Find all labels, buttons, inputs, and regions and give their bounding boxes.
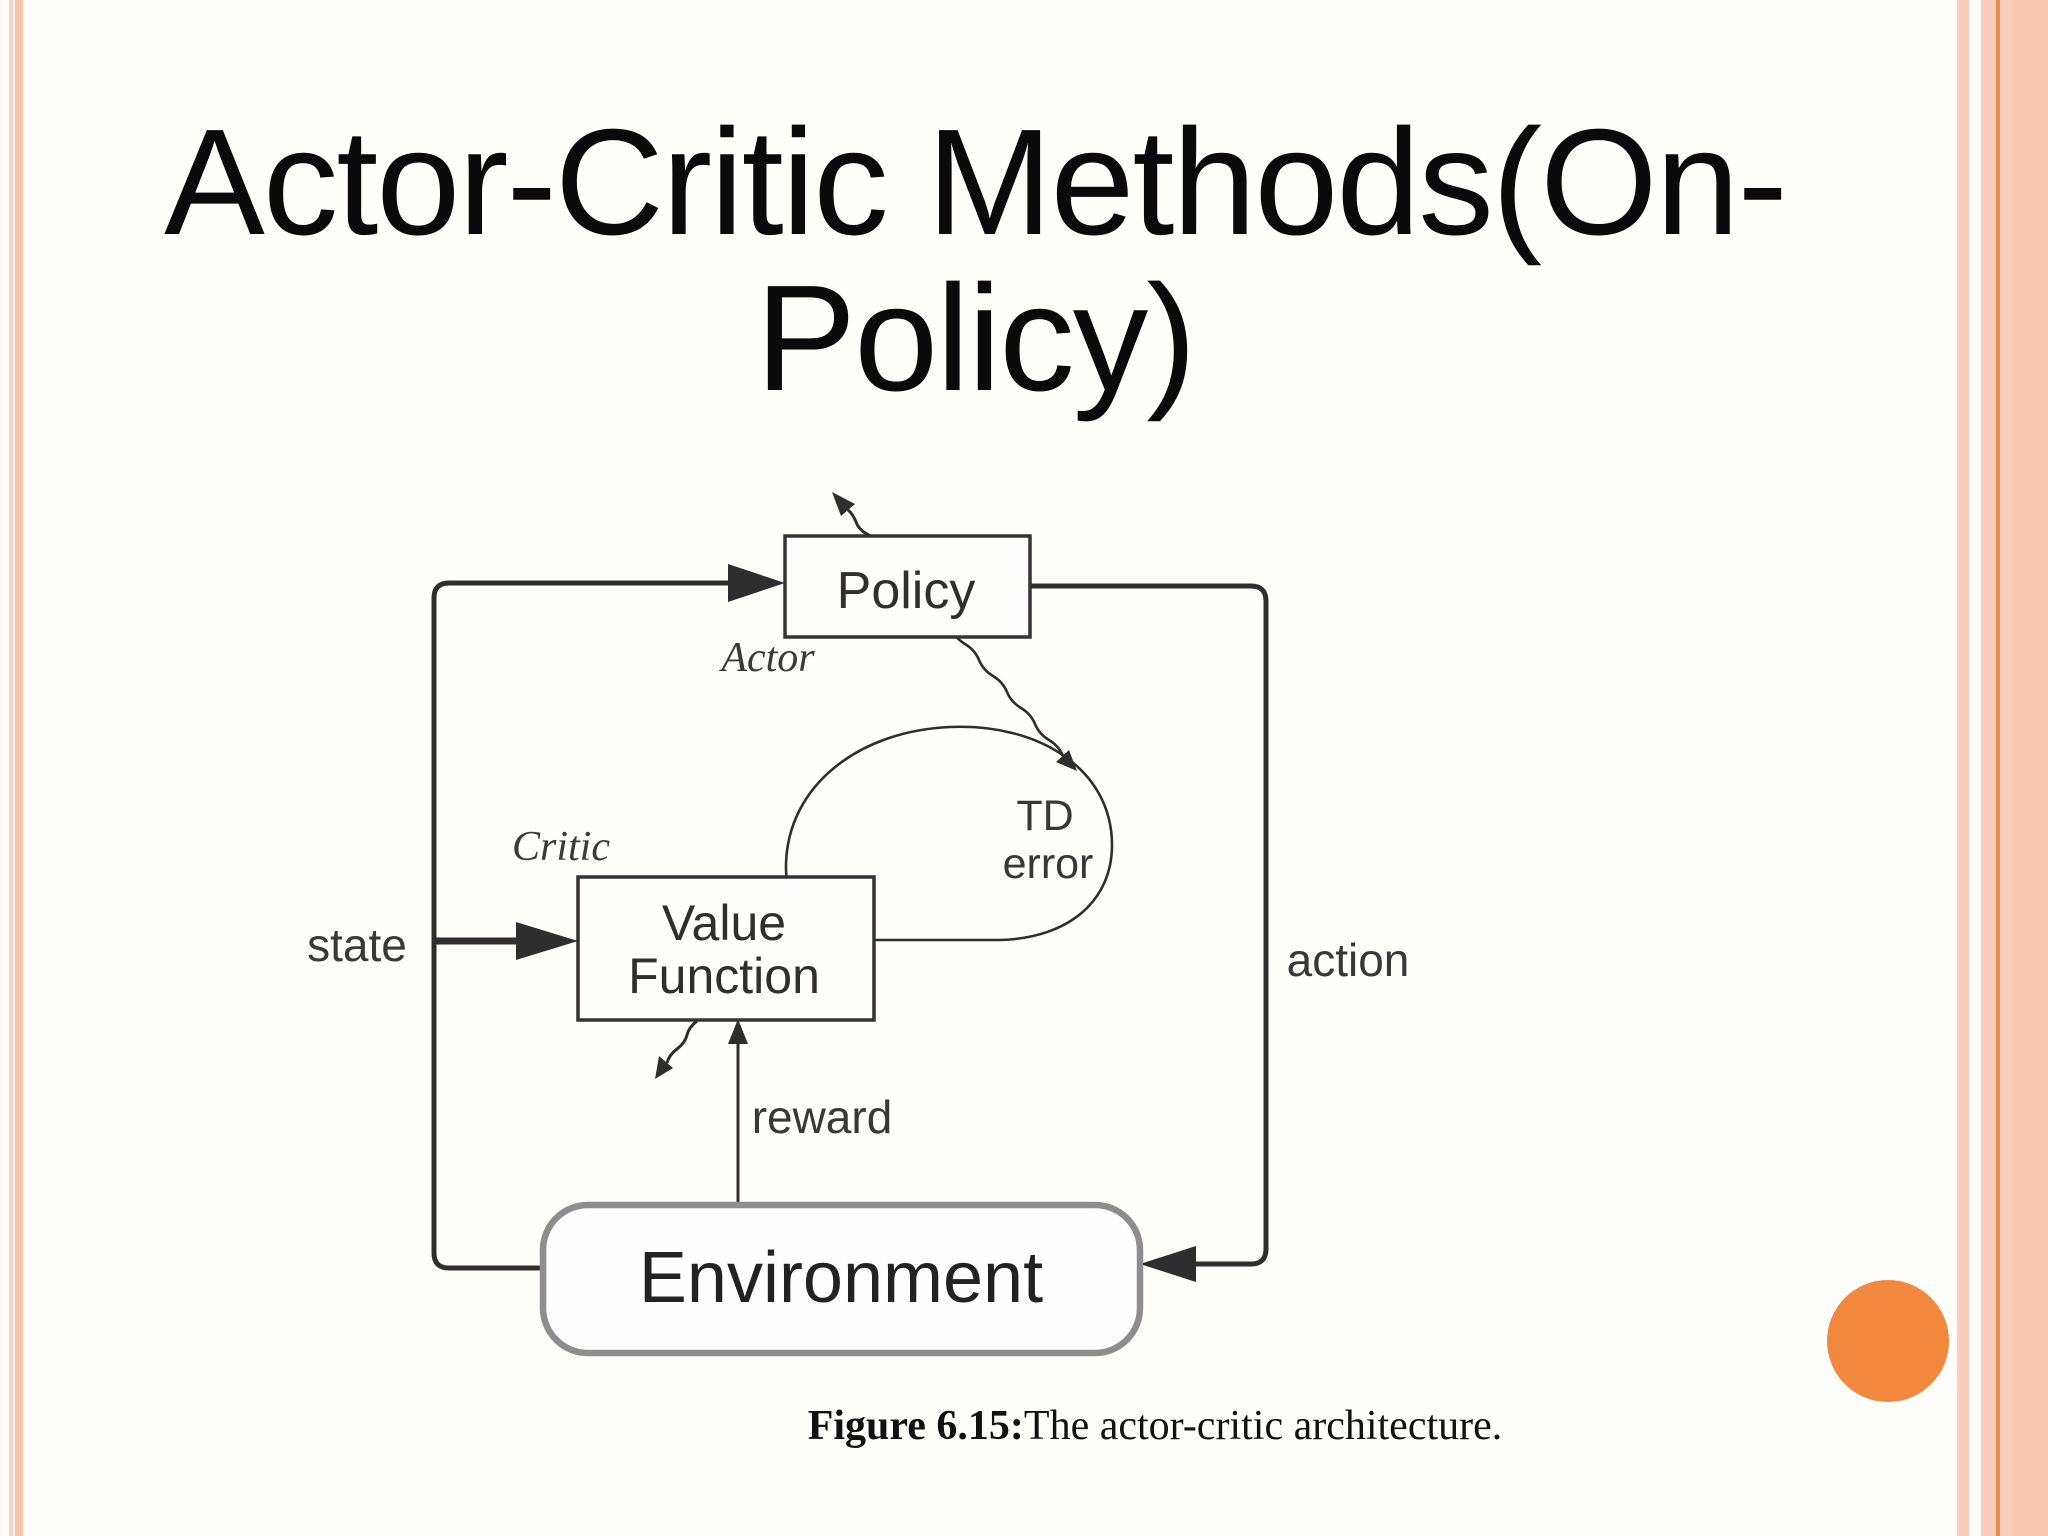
value-update-arrowhead — [655, 1056, 673, 1079]
figure-caption-text: The actor-critic architecture. — [1023, 1403, 1503, 1449]
figure-caption-number: Figure 6.15: — [807, 1403, 1024, 1449]
state-arrowhead — [516, 922, 578, 960]
state-feedback-line — [431, 580, 728, 1271]
slide-title: Actor-Critic Methods(On- Policy) — [0, 97, 1950, 423]
action-label: action — [1287, 934, 1410, 986]
td-loop-junction-arrowhead — [1056, 750, 1077, 771]
value-update-squiggle — [665, 1019, 698, 1064]
environment-input-arrowhead — [1140, 1246, 1196, 1282]
state-label: state — [307, 919, 407, 971]
right-border-band-deep — [2012, 0, 2048, 1536]
right-border-accent-line — [1996, 0, 2000, 1536]
value-function-label-line1: Value — [662, 895, 786, 951]
action-line — [1030, 583, 1269, 1267]
reward-arrowhead — [728, 1019, 748, 1044]
decorative-circle — [1827, 1280, 1949, 1402]
td-error-label-line2: error — [1003, 840, 1094, 888]
environment-box-label: Environment — [639, 1238, 1043, 1318]
environment-box — [539, 1201, 1144, 1357]
title-line-2: Policy) — [755, 253, 1196, 423]
reward-label: reward — [752, 1091, 893, 1143]
value-function-label-line2: Function — [628, 948, 820, 1004]
left-border-stripe-thin — [9, 0, 13, 1536]
actor-label: Actor — [718, 635, 815, 681]
left-border-stripe-thick — [15, 0, 23, 1536]
right-border-stripe-thin — [1957, 0, 1969, 1536]
policy-input-arrowhead — [728, 564, 785, 602]
value-function-box — [576, 875, 876, 1022]
critic-label: Critic — [512, 824, 610, 870]
policy-box-label: Policy — [837, 562, 976, 620]
title-line-1: Actor-Critic Methods(On- — [164, 97, 1788, 266]
policy-update-arrowhead — [832, 492, 855, 516]
td-error-label-line1: TD — [1016, 792, 1073, 840]
policy-box — [783, 534, 1032, 639]
figure-caption: Figure 6.15:The actor-critic architectur… — [755, 1402, 1555, 1450]
